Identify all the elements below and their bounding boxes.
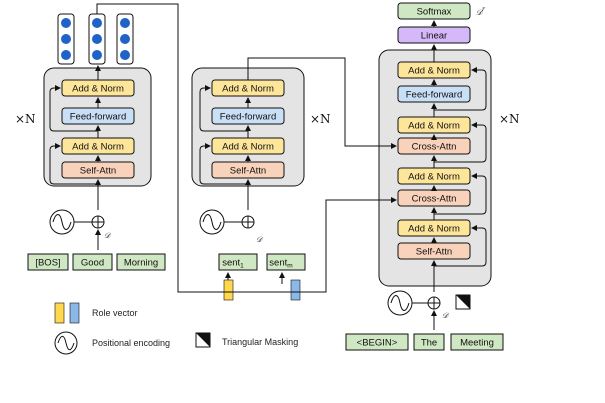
feed-forward-label: Feed-forward xyxy=(220,112,277,123)
output-node xyxy=(92,50,102,60)
token-box xyxy=(450,333,504,351)
decoder: Softmax 𝒟r Linear Add & Norm Feed-forwar… xyxy=(345,2,520,351)
output-node xyxy=(92,18,102,28)
token-label: sent1 xyxy=(222,258,244,270)
token-label: [BOS] xyxy=(35,258,60,269)
cross-attn-label: Cross-Attn xyxy=(412,142,457,153)
token-box xyxy=(72,253,113,271)
token-box xyxy=(27,253,69,271)
role-vector-blue-swatch xyxy=(69,302,80,324)
encoder-1-to-encoder-2-connector xyxy=(96,3,397,293)
output-node xyxy=(61,34,71,44)
token-box xyxy=(116,253,166,271)
output-node xyxy=(61,18,71,28)
dropout-symbol: 𝒟 xyxy=(442,311,450,320)
add-norm-label: Add & Norm xyxy=(408,224,460,235)
connectors xyxy=(96,3,397,293)
token-label: Meeting xyxy=(460,338,494,349)
role-vector-yellow xyxy=(223,279,234,301)
token-label: sentm xyxy=(269,258,292,270)
role-vector-blue xyxy=(290,279,301,301)
self-attn-label: Self-Attn xyxy=(230,166,266,177)
feed-forward-label: Feed-forward xyxy=(406,90,463,101)
softmax-box xyxy=(397,2,471,20)
token-label: <BEGIN> xyxy=(357,338,398,349)
cross-attn-label: Cross-Attn xyxy=(412,194,457,205)
repeat-label: ×N xyxy=(310,112,331,126)
legend-triangular-masking-icon xyxy=(195,332,211,348)
output-dist-symbol: 𝒟r xyxy=(476,6,486,17)
encoder-2-to-decoder-connector xyxy=(247,57,397,149)
token-box xyxy=(345,333,409,351)
encoder-2: Add & Norm Feed-forward Add & Norm Self-… xyxy=(191,67,331,301)
output-node xyxy=(120,50,130,60)
token-box xyxy=(266,253,306,271)
repeat-label: ×N xyxy=(499,112,520,126)
token-label: Morning xyxy=(124,258,158,269)
output-node xyxy=(120,18,130,28)
add-norm-label: Add & Norm xyxy=(408,121,460,132)
add-norm-label: Add & Norm xyxy=(408,66,460,77)
triangular-masking-icon xyxy=(455,294,471,310)
self-attn-label: Self-Attn xyxy=(80,166,116,177)
encoder-1-output-nodes xyxy=(57,13,134,65)
token-label: The xyxy=(421,338,437,349)
add-norm-label: Add & Norm xyxy=(222,84,274,95)
token-box xyxy=(218,253,258,271)
self-attn-label: Self-Attn xyxy=(416,247,452,258)
feed-forward-label: Feed-forward xyxy=(70,112,127,123)
linear-label: Linear xyxy=(421,31,447,42)
add-norm-label: Add & Norm xyxy=(72,84,124,95)
add-norm-label: Add & Norm xyxy=(408,172,460,183)
output-node xyxy=(120,34,130,44)
legend-role-vector: Role vector xyxy=(92,308,138,318)
encoder-1: Add & Norm Feed-forward Add & Norm Self-… xyxy=(15,13,166,271)
repeat-label: ×N xyxy=(15,112,36,126)
legend: Role vector Positional encoding Triangul… xyxy=(54,302,298,355)
add-norm-label: Add & Norm xyxy=(222,142,274,153)
legend-triangular-masking: Triangular Masking xyxy=(222,337,298,347)
role-vector-yellow-swatch xyxy=(54,302,65,324)
token-label: Good xyxy=(81,258,104,269)
output-node xyxy=(61,50,71,60)
dropout-symbol: 𝒟 xyxy=(256,235,264,244)
legend-positional-encoding: Positional encoding xyxy=(92,338,170,348)
token-box xyxy=(413,333,445,351)
output-node xyxy=(92,34,102,44)
dropout-symbol: 𝒟 xyxy=(104,231,112,240)
softmax-label: Softmax xyxy=(417,7,452,18)
add-norm-label: Add & Norm xyxy=(72,142,124,153)
